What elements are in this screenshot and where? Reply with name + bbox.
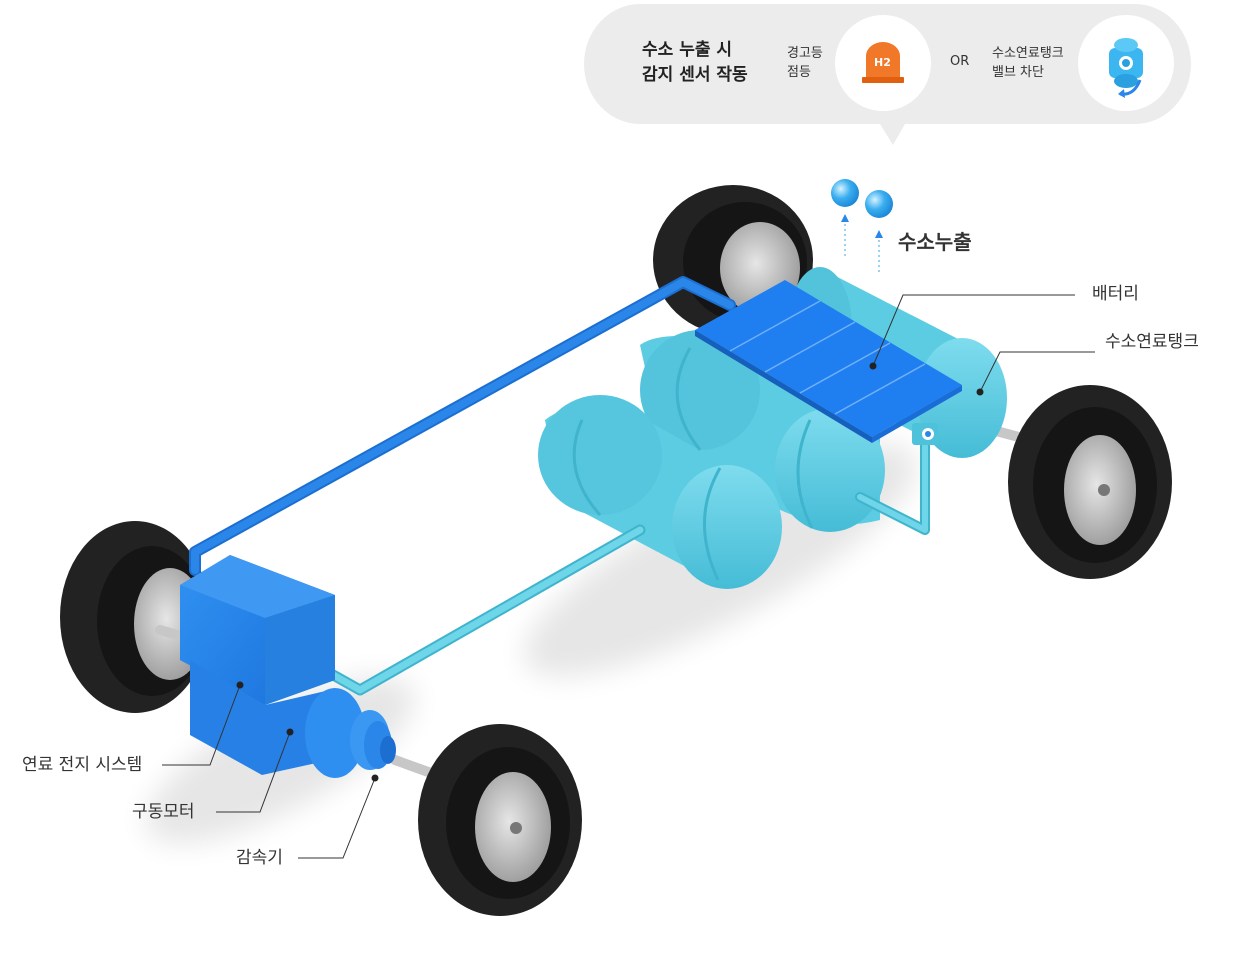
battery-label: 배터리: [1092, 284, 1139, 304]
callout-bubble: [584, 4, 1191, 145]
hydrogen-leak-icon: [831, 179, 893, 272]
tank-label: 수소연료탱크: [1105, 332, 1199, 352]
or-text: OR: [950, 54, 970, 69]
warning-light-icon: [862, 42, 904, 83]
battery-pack: [695, 280, 962, 443]
warning-icon-text: H2: [874, 56, 891, 69]
front-right-wheel: [418, 724, 582, 916]
rear-right-wheel: [1008, 385, 1172, 579]
valve-label-line2: 밸브 차단: [992, 65, 1044, 80]
motor-label: 구동모터: [132, 802, 195, 822]
fuel-cell-label: 연료 전지 시스템: [22, 755, 143, 775]
warning-label-line2: 점등: [787, 65, 811, 80]
leader-dots: [236, 362, 984, 782]
warning-label: 경고등 점등: [787, 44, 823, 82]
valve-label-line1: 수소연료탱크: [992, 46, 1064, 61]
reducer-label: 감속기: [236, 848, 283, 868]
coolant-pipe: [189, 276, 736, 576]
valve-icon: [1109, 38, 1143, 98]
callout-title: 수소 누출 시 감지 센서 작동: [642, 38, 748, 88]
callout-title-line1: 수소 누출 시: [642, 40, 733, 60]
leader-lines: [162, 294, 1095, 859]
callout-title-line2: 감지 센서 작동: [642, 65, 748, 85]
tank-valve: [912, 423, 938, 445]
fuel-cell-box: [180, 555, 335, 705]
warning-label-line1: 경고등: [787, 46, 823, 61]
valve-label: 수소연료탱크 밸브 차단: [992, 44, 1064, 82]
drive-motor: [190, 660, 365, 778]
reducer: [350, 710, 396, 770]
leak-label: 수소누출: [898, 230, 972, 254]
